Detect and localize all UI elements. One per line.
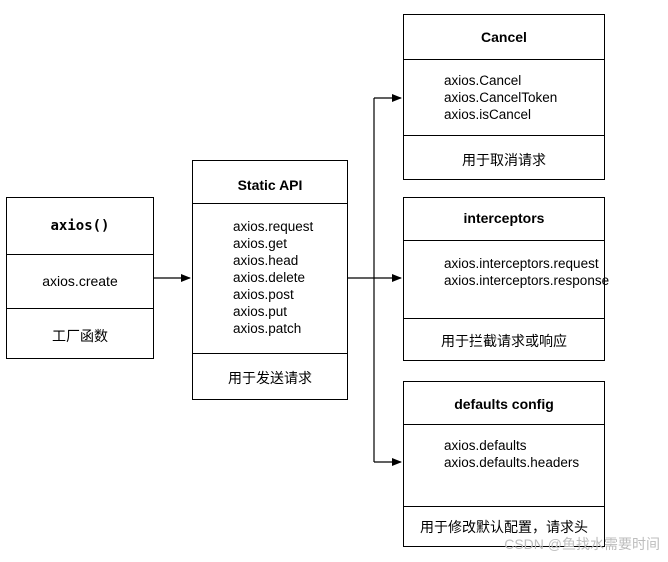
cancel-title: Cancel [481,29,527,45]
cancel-methods: axios.Cancel axios.CancelToken axios.isC… [404,59,604,135]
static-api-title: Static API [237,177,303,193]
method-item: axios.interceptors.request [444,256,599,271]
method-item: axios.patch [233,321,302,336]
method-item: axios.CancelToken [444,90,558,105]
defaults-config-methods: axios.defaults axios.defaults.headers [404,424,604,506]
cancel-note: 用于取消请求 [462,152,546,168]
axios-create-label: axios.create [42,273,118,289]
method-item: axios.defaults.headers [444,455,580,470]
interceptors-methods: axios.interceptors.request axios.interce… [404,240,610,318]
interceptors-box: interceptors axios.interceptors.request … [403,197,610,361]
defaults-config-note: 用于修改默认配置，请求头 [420,519,588,535]
axios-note: 工厂函数 [52,328,108,344]
axios-note-section: 工厂函数 [7,308,153,359]
axios-title: axios() [50,218,110,234]
method-item: axios.isCancel [444,107,532,122]
method-item: axios.request [233,219,314,234]
method-item: axios.post [233,287,294,302]
axios-box: axios() axios.create 工厂函数 [6,197,154,359]
static-api-box: Static API axios.request axios.get axios… [192,160,348,400]
method-item: axios.delete [233,270,306,285]
defaults-config-note-section: 用于修改默认配置，请求头 [404,506,604,547]
cancel-note-section: 用于取消请求 [404,135,604,180]
method-item: axios.interceptors.response [444,273,610,288]
method-item: axios.get [233,236,288,251]
static-api-note: 用于发送请求 [228,370,312,386]
static-api-note-section: 用于发送请求 [193,353,347,400]
cancel-box: Cancel axios.Cancel axios.CancelToken ax… [403,14,605,180]
method-item: axios.put [233,304,288,319]
static-api-methods: axios.request axios.get axios.head axios… [193,203,347,353]
method-item: axios.defaults [444,438,527,453]
method-item: axios.head [233,253,299,268]
method-item: axios.Cancel [444,73,522,88]
interceptors-title: interceptors [463,210,545,226]
defaults-config-title: defaults config [454,396,554,412]
interceptors-note: 用于拦截请求或响应 [441,333,567,349]
csdn-watermark: CSDN @鱼找水需要时间 [504,536,660,552]
axios-create-section: axios.create [7,254,153,308]
interceptors-note-section: 用于拦截请求或响应 [404,318,604,361]
defaults-config-box: defaults config axios.defaults axios.def… [403,381,605,547]
